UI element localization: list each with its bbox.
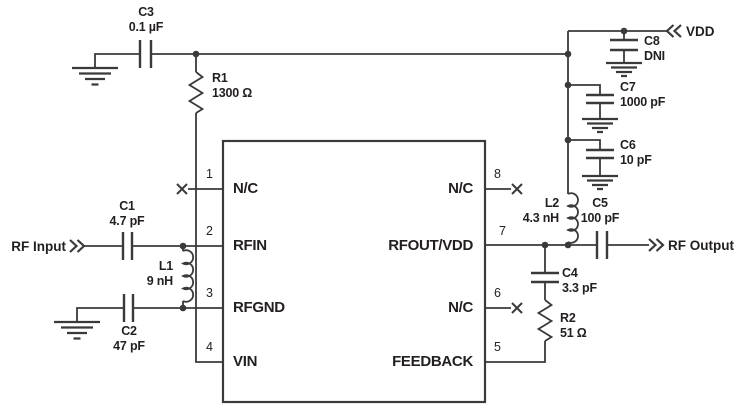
pin-number-7: 7: [499, 224, 506, 238]
junction-dot: [564, 136, 572, 144]
pin-number-8: 8: [494, 167, 501, 181]
capacitor-c7-symbol: [586, 93, 614, 105]
component-value: 10 pF: [620, 152, 652, 167]
label-l1: L1 9 nH: [103, 259, 173, 288]
junction-dot: [179, 242, 187, 250]
pin-name-vin: VIN: [233, 353, 258, 370]
component-ref: C7: [620, 80, 636, 94]
ground-symbol-c7: [582, 117, 618, 134]
component-ref: C5: [592, 196, 608, 210]
component-value: DNI: [644, 48, 665, 63]
pin-number-2: 2: [206, 224, 213, 238]
junction-dot: [179, 304, 187, 312]
capacitor-c3-symbol: [138, 40, 153, 68]
wire-r2-to-pin5: [485, 341, 546, 363]
no-connect-x-pin1: [176, 183, 188, 195]
label-c8: C8 DNI: [644, 34, 665, 63]
pin-number-1: 1: [206, 167, 213, 181]
component-ref: R2: [560, 311, 576, 325]
label-c1: C1 4.7 pF: [110, 199, 145, 228]
no-connect-x-pin6: [511, 302, 523, 314]
vdd-port-label: VDD: [686, 24, 715, 39]
ground-symbol-c8: [606, 61, 642, 78]
component-value: 4.3 nH: [522, 210, 560, 225]
component-ref: C1: [119, 199, 135, 213]
component-ref: C3: [138, 5, 154, 19]
label-c2: C2 47 pF: [113, 324, 145, 353]
component-ref: L2: [544, 196, 559, 210]
component-ref: C4: [562, 266, 578, 280]
component-ref: C6: [620, 138, 636, 152]
pin-name-rfgnd: RFGND: [233, 299, 285, 316]
component-value: 1300 Ω: [212, 85, 253, 100]
component-value: 4.7 pF: [109, 213, 145, 228]
vdd-chevron-icon: [665, 24, 682, 38]
junction-dot: [564, 81, 572, 89]
rf-output-chevron-icon: [648, 238, 665, 252]
label-c5: C5 100 pF: [580, 196, 620, 225]
no-connect-x-pin8: [511, 183, 523, 195]
pin-name-nc-6: N/C: [448, 299, 473, 316]
resistor-r2-symbol: [536, 299, 554, 342]
component-ref: C8: [644, 34, 660, 48]
pin-name-rfin: RFIN: [233, 237, 267, 254]
component-value: 3.3 pF: [562, 280, 597, 295]
wire-c6-branch: [568, 139, 601, 176]
ground-symbol-c6: [582, 174, 618, 191]
junction-dot: [564, 50, 572, 58]
component-value: 100 pF: [580, 210, 620, 225]
component-ref: C2: [121, 324, 137, 338]
junction-dot: [620, 27, 628, 35]
inductor-l1-symbol: [180, 249, 194, 303]
capacitor-c5-symbol: [595, 231, 609, 259]
pin-name-nc-1: N/C: [233, 180, 258, 197]
component-ref: R1: [212, 71, 228, 85]
label-r2: R2 51 Ω: [560, 311, 587, 340]
resistor-r1-symbol: [187, 71, 205, 114]
component-value: 0.1 µF: [128, 19, 164, 34]
pin-name-rfout-vdd: RFOUT/VDD: [388, 237, 473, 254]
junction-dot: [564, 241, 572, 249]
component-value: 47 pF: [113, 338, 145, 353]
inductor-l2-symbol: [566, 192, 579, 244]
wire-gnd-to-c2: [76, 307, 124, 322]
label-c4: C4 3.3 pF: [562, 266, 597, 295]
junction-dot: [541, 241, 549, 249]
label-c6: C6 10 pF: [620, 138, 652, 167]
wire-c7-branch: [568, 84, 601, 119]
rf-input-chevron-icon: [69, 239, 86, 253]
capacitor-c8-symbol: [610, 38, 638, 52]
pin-name-nc-8: N/C: [448, 180, 473, 197]
ground-symbol-c3: [72, 66, 118, 86]
pin-number-3: 3: [206, 286, 213, 300]
label-c7: C7 1000 pF: [620, 80, 665, 109]
ground-symbol-c2: [54, 320, 100, 340]
capacitor-c1-symbol: [121, 232, 134, 260]
pin-name-feedback: FEEDBACK: [392, 353, 473, 370]
component-value: 51 Ω: [560, 325, 587, 340]
label-c3: C3 0.1 µF: [129, 5, 164, 34]
label-l2: L2 4.3 nH: [489, 196, 560, 225]
component-value: 9 nH: [146, 273, 173, 288]
capacitor-c4-symbol: [531, 271, 559, 284]
capacitor-c6-symbol: [586, 148, 614, 160]
ic-outline: [221, 139, 487, 404]
component-ref: L1: [158, 259, 173, 273]
rf-output-port-label: RF Output: [668, 238, 734, 253]
junction-dot: [192, 50, 200, 58]
pin-number-5: 5: [494, 340, 501, 354]
rf-input-port-label: RF Input: [11, 239, 66, 254]
wire-gnd-to-c3: [94, 53, 140, 68]
capacitor-c2-symbol: [122, 294, 135, 322]
label-r1: R1 1300 Ω: [212, 71, 252, 100]
component-value: 1000 pF: [620, 94, 666, 109]
pin-number-4: 4: [206, 340, 213, 354]
pin-number-6: 6: [494, 286, 501, 300]
wire-r1-to-pin4: [195, 113, 223, 363]
